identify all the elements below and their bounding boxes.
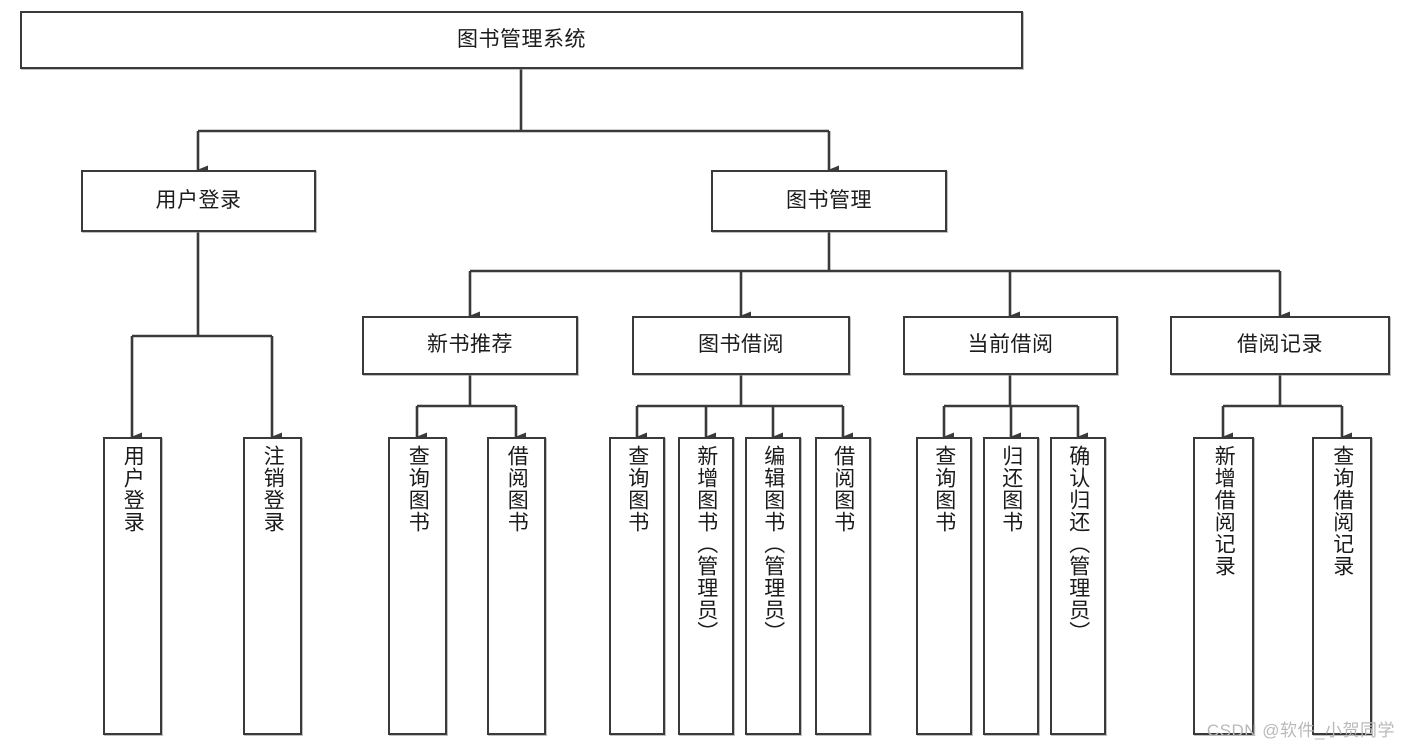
node-leaf-borrow-book[interactable]: 借阅图书: [815, 437, 871, 735]
node-book-borrow-label: 图书借阅: [698, 333, 784, 357]
node-book-manage-label: 图书管理: [786, 188, 872, 212]
node-leaf-query-book-current-label: 查询图书: [932, 445, 956, 533]
node-leaf-confirm-return-admin-label: 确认归还（管理员）: [1066, 445, 1090, 643]
node-leaf-query-book-borrow[interactable]: 查询图书: [609, 437, 665, 735]
node-leaf-query-book-borrow-label: 查询图书: [625, 445, 649, 533]
node-leaf-borrow-book-label: 借阅图书: [831, 445, 855, 533]
node-new-book-recommend[interactable]: 新书推荐: [362, 316, 578, 375]
node-borrow-record-label: 借阅记录: [1237, 333, 1323, 357]
node-leaf-edit-book-admin[interactable]: 编辑图书（管理员）: [745, 437, 801, 735]
node-leaf-borrow-book-recommend-label: 借阅图书: [505, 445, 529, 533]
node-borrow-record[interactable]: 借阅记录: [1170, 316, 1390, 375]
node-book-borrow[interactable]: 图书借阅: [632, 316, 850, 375]
node-new-book-recommend-label: 新书推荐: [427, 333, 513, 357]
node-leaf-query-book-recommend-label: 查询图书: [406, 445, 430, 533]
node-book-manage[interactable]: 图书管理: [711, 170, 947, 232]
node-leaf-add-borrow-record-label: 新增借阅记录: [1212, 445, 1236, 577]
node-leaf-return-book[interactable]: 归还图书: [983, 437, 1039, 735]
node-leaf-query-borrow-record[interactable]: 查询借阅记录: [1312, 437, 1372, 735]
watermark-text: CSDN @软件_小贺同学: [1206, 721, 1395, 740]
node-leaf-add-book-admin[interactable]: 新增图书（管理员）: [678, 437, 734, 735]
node-leaf-add-book-admin-label: 新增图书（管理员）: [694, 445, 718, 643]
node-leaf-query-book-current[interactable]: 查询图书: [916, 437, 972, 735]
node-leaf-add-borrow-record[interactable]: 新增借阅记录: [1193, 437, 1254, 735]
node-user-login[interactable]: 用户登录: [81, 170, 316, 232]
node-leaf-user-logout[interactable]: 注销登录: [243, 437, 302, 735]
node-leaf-query-borrow-record-label: 查询借阅记录: [1330, 445, 1354, 577]
node-root-label: 图书管理系统: [457, 27, 586, 51]
node-leaf-borrow-book-recommend[interactable]: 借阅图书: [487, 437, 546, 735]
node-leaf-query-book-recommend[interactable]: 查询图书: [388, 437, 447, 735]
node-leaf-user-login-label: 用户登录: [121, 445, 145, 533]
node-leaf-confirm-return-admin[interactable]: 确认归还（管理员）: [1050, 437, 1106, 735]
node-leaf-edit-book-admin-label: 编辑图书（管理员）: [761, 445, 785, 643]
node-current-borrow[interactable]: 当前借阅: [903, 316, 1118, 375]
node-root[interactable]: 图书管理系统: [20, 11, 1023, 69]
node-leaf-user-logout-label: 注销登录: [261, 445, 285, 533]
node-current-borrow-label: 当前借阅: [967, 333, 1054, 357]
node-leaf-user-login[interactable]: 用户登录: [103, 437, 162, 735]
node-leaf-return-book-label: 归还图书: [999, 445, 1023, 533]
node-user-login-label: 用户登录: [155, 188, 242, 212]
